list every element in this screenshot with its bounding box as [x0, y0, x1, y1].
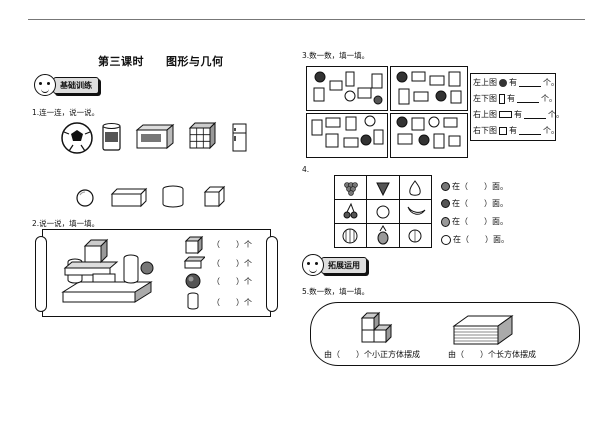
q1-label: 1.连一连，说一说。 — [32, 108, 100, 117]
q2-answer-cube[interactable]: （ ）个 — [212, 240, 252, 249]
q5-block-figures — [360, 311, 514, 345]
banner-extend: 拓展运用 — [302, 254, 367, 276]
peach-icon — [408, 229, 422, 243]
q2-sphere-icon — [185, 273, 201, 289]
scroll-edge-left — [35, 236, 47, 312]
q4-row-1: 在（ ）面。 — [441, 181, 508, 192]
q3-blank-4[interactable] — [519, 127, 541, 135]
q2-frame — [35, 229, 278, 317]
cuboid-stack-icon — [452, 315, 514, 345]
q4-fruit-grid — [334, 175, 432, 248]
pear-icon — [409, 180, 421, 196]
small-cubes-stack-icon — [360, 311, 393, 344]
sphere-icon — [499, 78, 507, 87]
watermelon-icon — [342, 228, 358, 244]
q2-cylinder-icon — [187, 292, 199, 310]
rubik-cube-icon — [188, 121, 217, 150]
q3-label: 3.数一数，填一填。 — [302, 51, 370, 60]
page-title: 第三课时 图形与几何 — [98, 53, 224, 69]
panel-br-shapes — [396, 116, 461, 149]
q3-shape-scatter — [311, 71, 462, 149]
q2-cube-icon — [184, 236, 204, 255]
cartoon-kid-icon — [34, 74, 56, 96]
q3-blank-2[interactable] — [517, 95, 539, 103]
panel-tl-shapes — [313, 71, 383, 105]
q4-row-2: 在（ ）面。 — [441, 198, 508, 209]
q5-answer-left[interactable]: 由（ ）个小正方体摆成 — [324, 350, 420, 359]
q2-cuboid-icon — [183, 256, 205, 269]
q3-blank-3[interactable] — [524, 111, 546, 119]
cherries-icon — [343, 202, 358, 219]
banner-basic-training: 基础训练 — [34, 74, 99, 96]
q4-answer-1[interactable]: 在（ ）面。 — [452, 182, 508, 191]
q3-blank-1[interactable] — [519, 79, 541, 87]
banner-basic-label: 基础训练 — [53, 76, 99, 94]
q2-block-construction — [61, 238, 154, 303]
q3-panel-top-left — [306, 66, 388, 111]
panel-bl-shapes — [311, 115, 384, 148]
cube-icon — [203, 185, 226, 208]
q5-frame — [310, 302, 580, 366]
q3-answer-row-4: 右下图 有 个。 — [473, 126, 559, 135]
panel-tr-shapes — [396, 71, 462, 105]
q2-label: 2.说一说，填一填。 — [32, 219, 100, 228]
q5-answer-right[interactable]: 由（ ）个长方体摆成 — [448, 350, 536, 359]
grapes-icon — [344, 182, 358, 196]
q4-label: 4. — [302, 165, 310, 174]
q3-panel-bottom-left — [306, 113, 388, 158]
q3-answer-box — [470, 73, 556, 141]
lesson-topic: 图形与几何 — [166, 55, 224, 68]
cartoon-kid-icon — [302, 254, 324, 276]
pineapple-icon — [377, 225, 389, 245]
sphere-icon — [76, 189, 94, 207]
q3-panel-bottom-right — [390, 113, 468, 158]
q1-objects — [61, 121, 247, 208]
q4-answer-4[interactable]: 在（ ）面。 — [453, 235, 509, 244]
soccer-ball-icon — [61, 122, 93, 154]
cube-icon — [499, 126, 507, 135]
box-icon — [135, 123, 175, 150]
q4-answer-3[interactable]: 在（ ）面。 — [452, 217, 508, 226]
cherries-icon — [441, 199, 450, 208]
q3-panel-top-right — [390, 66, 468, 111]
cylinder-icon — [499, 93, 505, 104]
grapes-icon — [441, 182, 450, 191]
q4-answer-2[interactable]: 在（ ）面。 — [452, 199, 508, 208]
banana-icon — [407, 206, 426, 215]
orange-icon — [376, 205, 390, 219]
scroll-edge-right — [266, 236, 278, 312]
fridge-icon — [232, 123, 247, 152]
q3-answer-row-3: 右上图 有 个。 — [473, 110, 564, 119]
pineapple-icon — [441, 216, 450, 227]
q2-answer-sphere[interactable]: （ ）个 — [212, 277, 252, 286]
lesson-number: 第三课时 — [98, 55, 144, 68]
can-icon — [102, 123, 121, 151]
q4-row-4: 在（ ）面。 — [441, 234, 509, 245]
watermelon-icon — [441, 234, 451, 245]
strawberry-icon — [376, 182, 390, 197]
cuboid-icon — [110, 187, 148, 208]
cylinder-icon — [162, 185, 184, 208]
q2-answer-cuboid[interactable]: （ ）个 — [212, 259, 252, 268]
q4-row-3: 在（ ）面。 — [441, 216, 508, 227]
cuboid-icon — [499, 111, 512, 118]
banner-extend-label: 拓展运用 — [321, 256, 367, 274]
q5-label: 5.数一数，填一填。 — [302, 287, 370, 296]
top-rule — [28, 19, 585, 20]
q3-answer-row-1: 左上图 有 个。 — [473, 78, 559, 87]
q2-answer-cylinder[interactable]: （ ）个 — [212, 298, 252, 307]
q3-answer-row-2: 左下图 有 个。 — [473, 93, 557, 104]
q2-shape-key — [183, 236, 205, 310]
